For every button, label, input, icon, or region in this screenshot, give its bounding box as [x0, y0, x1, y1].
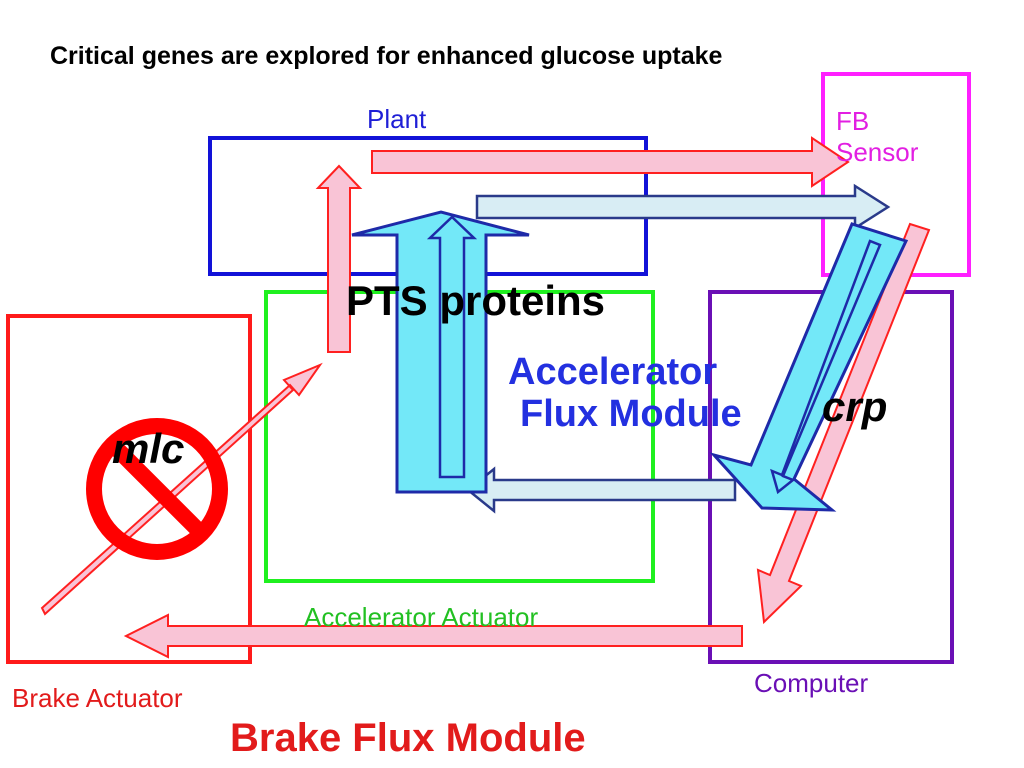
mlc-label: mlc	[112, 425, 185, 472]
actuator-to-plant-up-arrow	[315, 164, 363, 353]
accelerator-flux-module-line-2: Flux Module	[520, 392, 742, 435]
fb-sensor-label-line-1: FB	[836, 106, 870, 136]
crp-inner-arrow	[770, 239, 882, 495]
computer-label: Computer	[754, 668, 869, 698]
pts-inner-arrow	[426, 215, 478, 479]
accelerator-flux-module-label: Accelerator Flux Module	[508, 351, 742, 436]
page-title: Critical genes are explored for enhanced…	[50, 42, 723, 70]
plant-label: Plant	[367, 104, 427, 134]
crp-label: crp	[822, 383, 888, 430]
lower-flux-arrow	[466, 466, 737, 514]
computer-to-brake-arrow	[123, 613, 743, 659]
accelerator-actuator-label: Accelerator Actuator	[304, 602, 539, 632]
accelerator-flux-module-line-1: Accelerator	[508, 351, 718, 393]
fb-sensor-label: FB Sensor	[836, 106, 918, 168]
fb-sensor-label-line-2: Sensor	[836, 137, 919, 168]
brake-to-plant-diagonal-arrow	[40, 362, 323, 616]
plant-to-sensor-arrow	[371, 136, 850, 188]
crp-flux-arrow	[709, 222, 909, 512]
brake-actuator-box	[6, 314, 252, 664]
no-symbol-icon	[86, 418, 228, 560]
pts-proteins-label: PTS proteins	[346, 277, 606, 324]
brake-actuator-label: Brake Actuator	[12, 683, 183, 713]
brake-flux-module-label: Brake Flux Module	[230, 716, 586, 760]
upper-flux-arrow	[475, 183, 891, 231]
